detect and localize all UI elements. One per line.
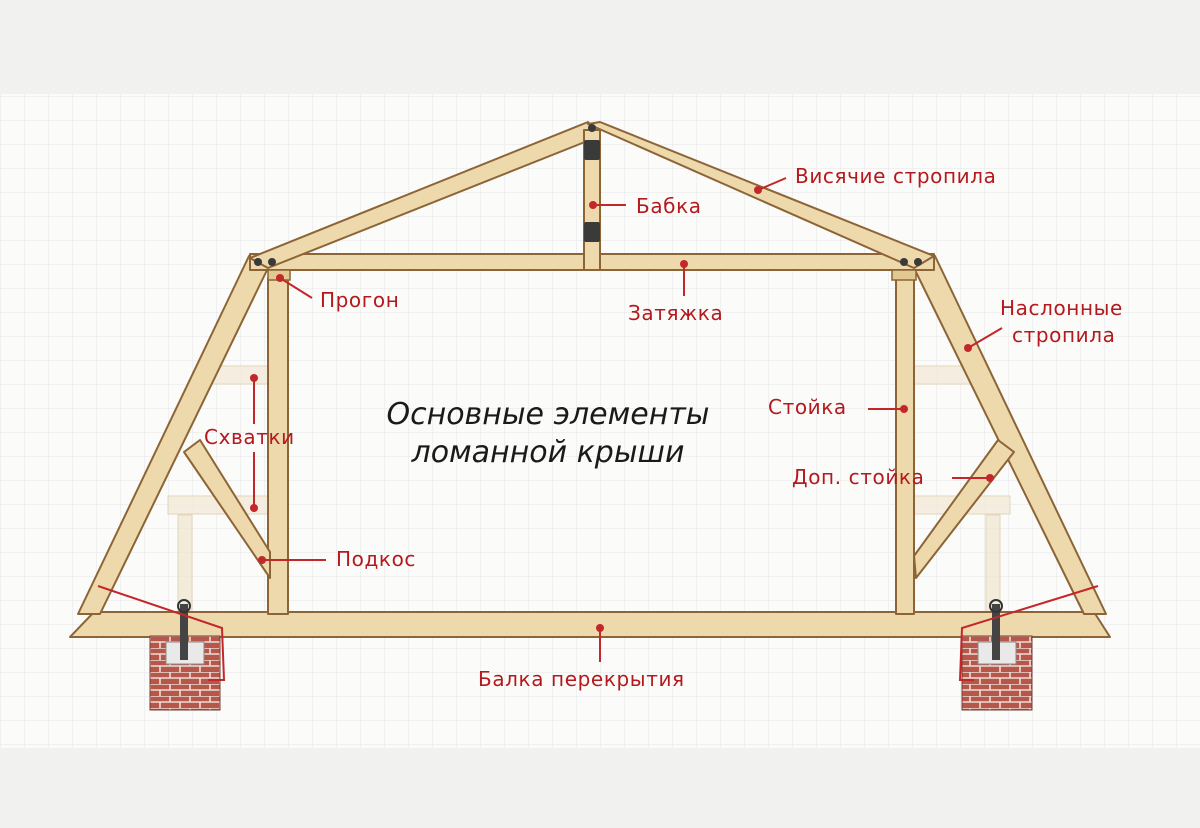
right-support xyxy=(961,599,1033,711)
diagram-title: Основные элементы ломанной крыши xyxy=(386,397,709,470)
label-ties: Схватки xyxy=(204,425,295,449)
label-layered-rafters-2: стропила xyxy=(1012,323,1116,347)
label-tie-beam: Затяжка xyxy=(628,301,723,325)
purlin-bracket-right xyxy=(891,269,917,281)
anchor-lines xyxy=(97,585,1099,681)
label-purlin: Прогон xyxy=(320,288,399,312)
hanging-rafter-right xyxy=(587,121,935,269)
strut-left xyxy=(183,439,271,579)
title-line-1: Основные элементы xyxy=(386,397,709,432)
label-king-post: Бабка xyxy=(636,194,702,218)
faint-studs xyxy=(177,514,1001,614)
label-post: Стойка xyxy=(768,395,847,419)
label-hanging-rafters: Висячие стропила xyxy=(795,164,997,188)
post-right xyxy=(895,277,915,615)
label-floor-beam: Балка перекрытия xyxy=(478,667,685,691)
title-line-2: ломанной крыши xyxy=(411,435,685,470)
left-support xyxy=(149,599,221,711)
floor-beam xyxy=(69,611,1111,638)
labels: Висячие стропила Бабка Прогон Затяжка На… xyxy=(204,164,1123,691)
label-extra-post: Доп. стойка xyxy=(792,465,924,489)
joint-plates xyxy=(254,124,922,266)
leaders xyxy=(250,177,1003,662)
label-layered-rafters-1: Наслонные xyxy=(1000,296,1123,320)
label-strut: Подкос xyxy=(336,547,416,571)
roof-frame xyxy=(69,121,1111,638)
